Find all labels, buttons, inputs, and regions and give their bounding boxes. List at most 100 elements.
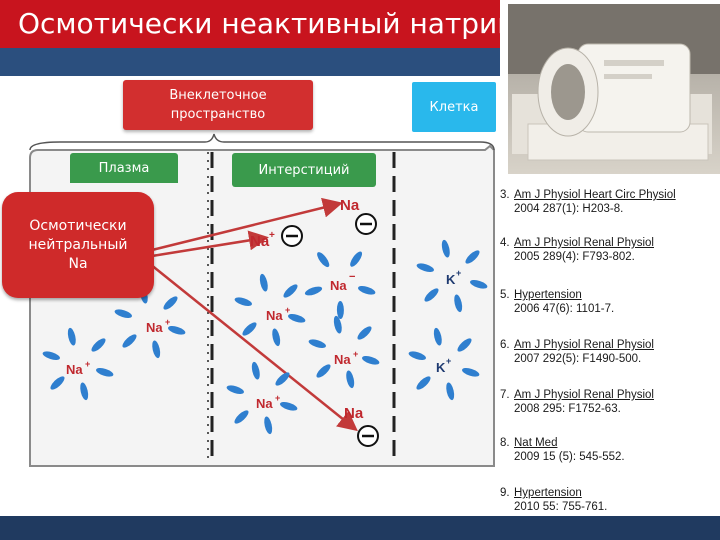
hydration-petal [304, 286, 323, 296]
k-ion-label: K [446, 272, 456, 287]
na-plus-sign: + [285, 305, 290, 315]
device-photo-drawing [508, 4, 720, 161]
na-plus-sign: + [269, 230, 275, 241]
hydration-petal [433, 327, 442, 346]
reference-citation: 2004 287(1): H203-8. [514, 203, 624, 215]
free-na-3: Na+ [266, 305, 290, 323]
hydration-petal [424, 288, 439, 302]
hydration-petal [251, 361, 260, 380]
bound-na-upper: Na [340, 197, 377, 235]
footer-bar [0, 516, 720, 540]
reference-number: 6. [500, 339, 510, 351]
hydration-petal [280, 402, 298, 411]
device-photo [508, 4, 720, 174]
interstitium-label: Интерстиций [258, 162, 350, 178]
hydration-petal [336, 301, 344, 319]
hydration-petal [275, 372, 290, 386]
reference-journal-link[interactable]: Am J Physiol Renal Physiol [514, 237, 654, 249]
reference-journal-link[interactable]: Nat Med [514, 437, 558, 449]
hydration-petal [168, 326, 186, 335]
reference-journal-link[interactable]: Hypertension [514, 289, 582, 301]
title-underline-bar [0, 48, 500, 76]
reference-number: 5. [500, 289, 510, 301]
hydration-petal [42, 351, 60, 360]
extracellular-bracket [29, 133, 495, 151]
arrow-to-middle-na [151, 230, 269, 258]
hydration-petal [308, 339, 326, 348]
hydration-petal [408, 351, 426, 360]
hydration-petal [346, 370, 355, 389]
k-plus-sign: + [456, 268, 461, 278]
reference-journal-link[interactable]: Am J Physiol Renal Physiol [514, 389, 654, 401]
free-na-1: Na+ [146, 317, 170, 335]
k-plus-sign: + [446, 356, 451, 366]
hydration-petal [416, 376, 431, 390]
hydration-petal [283, 284, 298, 298]
hydration-petal [446, 382, 455, 401]
na-ion-label: Na [340, 197, 360, 214]
hydration-petal [91, 338, 106, 352]
hydration-petal [122, 334, 137, 348]
free-na-4: Na− [330, 271, 355, 293]
reference-number: 7. [500, 389, 510, 401]
cell-box: Клетка [412, 82, 496, 132]
callout-line1: Осмотически [29, 217, 127, 234]
na-ion-label: Na [146, 320, 163, 335]
free-na-6: Na+ [256, 393, 280, 411]
bound-na-lower: Na [344, 405, 379, 447]
arrow-to-lower-na [149, 263, 358, 432]
hydration-petal [470, 280, 488, 289]
na-plus-sign: + [353, 349, 358, 359]
callout-line3: Na [68, 255, 88, 272]
hydration-petal [462, 368, 480, 377]
reference-citation: 2008 295: F1752-63. [514, 403, 621, 415]
na-ion-label: Na [266, 308, 283, 323]
na-ion-label: Na [256, 396, 273, 411]
bound-na-middle: Na + [250, 225, 303, 250]
hydration-petal [441, 239, 450, 258]
reference-number: 8. [500, 437, 510, 449]
na-ion-label: Na [344, 405, 364, 422]
na-plus-sign: + [275, 393, 280, 403]
hydration-petal [457, 338, 472, 352]
hydration-petal [316, 364, 331, 378]
hydration-petal [114, 309, 132, 318]
hydration-petal [80, 382, 89, 401]
hydration-petal [454, 294, 463, 313]
hydration-petal [272, 328, 281, 347]
na-ion-label: Na [250, 233, 270, 250]
slide-title: Осмотически неактивный натрий [18, 7, 516, 40]
na-minus-sign: − [349, 271, 355, 283]
na-ion-label: Na [330, 278, 347, 293]
osmotically-neutral-na-callout: Осмотически нейтральный Na [2, 192, 154, 298]
hydration-petal [234, 297, 252, 306]
hydration-petal [50, 376, 65, 390]
hydration-petal [362, 356, 380, 365]
hydration-petal [264, 416, 273, 435]
hydration-petal [259, 273, 268, 292]
plasma-label: Плазма [98, 160, 150, 176]
interstitium-label-box: Интерстиций [232, 153, 376, 187]
reference-journal-link[interactable]: Am J Physiol Heart Circ Physiol [514, 189, 676, 201]
na-plus-sign: + [85, 359, 90, 369]
hydration-petal [234, 410, 249, 424]
extracellular-label-line2: пространство [170, 107, 266, 122]
cell-label: Клетка [429, 99, 479, 115]
arrow-to-upper-na [151, 197, 343, 252]
extracellular-label-line1: Внеклеточное [169, 88, 267, 103]
plasma-label-box: Плазма [70, 153, 178, 183]
free-na-2: Na+ [66, 359, 90, 377]
reference-citation: 2010 55: 755-761. [514, 501, 608, 513]
reference-citation: 2009 15 (5): 545-552. [514, 451, 625, 463]
na-plus-sign: + [165, 317, 170, 327]
k-ion-label: K [436, 360, 446, 375]
callout-line2: нейтральный [28, 236, 128, 253]
k-ion-lower: K+ [436, 356, 451, 375]
free-na-5: Na+ [334, 349, 358, 367]
reference-number: 3. [500, 189, 510, 201]
reference-journal-link[interactable]: Hypertension [514, 487, 582, 499]
hydration-petal [288, 314, 306, 323]
hydration-petal [416, 263, 434, 272]
na-ion-label: Na [66, 362, 83, 377]
reference-journal-link[interactable]: Am J Physiol Renal Physiol [514, 339, 654, 351]
